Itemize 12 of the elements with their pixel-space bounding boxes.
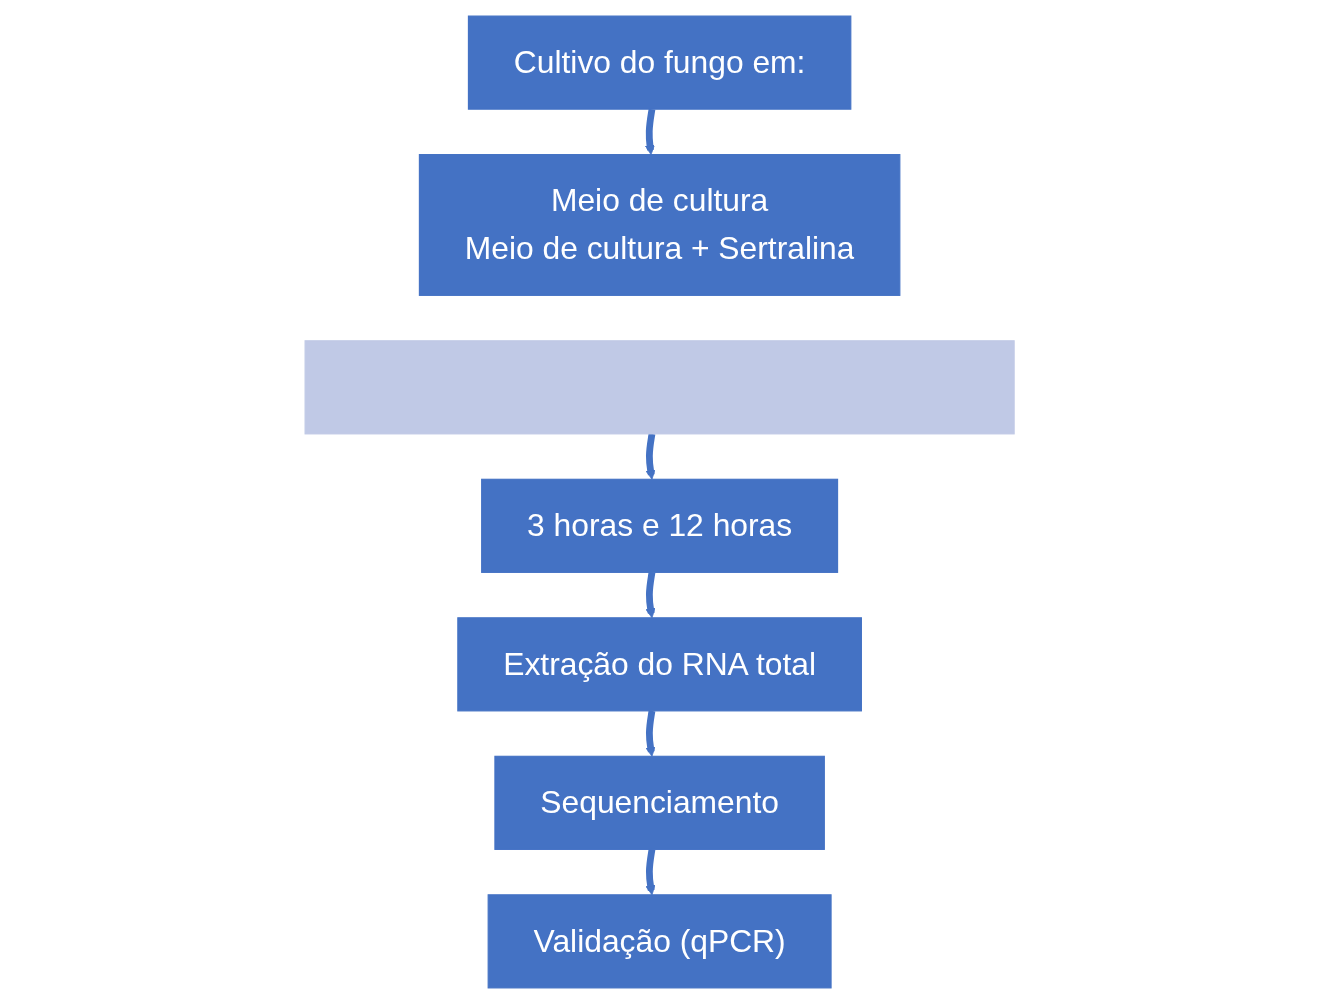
node-box: Sequenciamento (494, 755, 825, 850)
arrow (645, 571, 656, 619)
node-box: Cultivo do fungo em: (467, 15, 852, 110)
node-box: 3 horas e 12 horas (480, 478, 839, 573)
arrow (645, 848, 656, 896)
arrow (644, 108, 656, 156)
arrow (645, 433, 656, 480)
node-box: Validação (qPCR) (487, 894, 832, 989)
node-box: Extração do RNA total (457, 617, 862, 712)
node-bar (304, 340, 1015, 435)
arrow (645, 710, 656, 757)
node-box: Meio de cultura Meio de cultura + Sertralina (418, 154, 901, 296)
